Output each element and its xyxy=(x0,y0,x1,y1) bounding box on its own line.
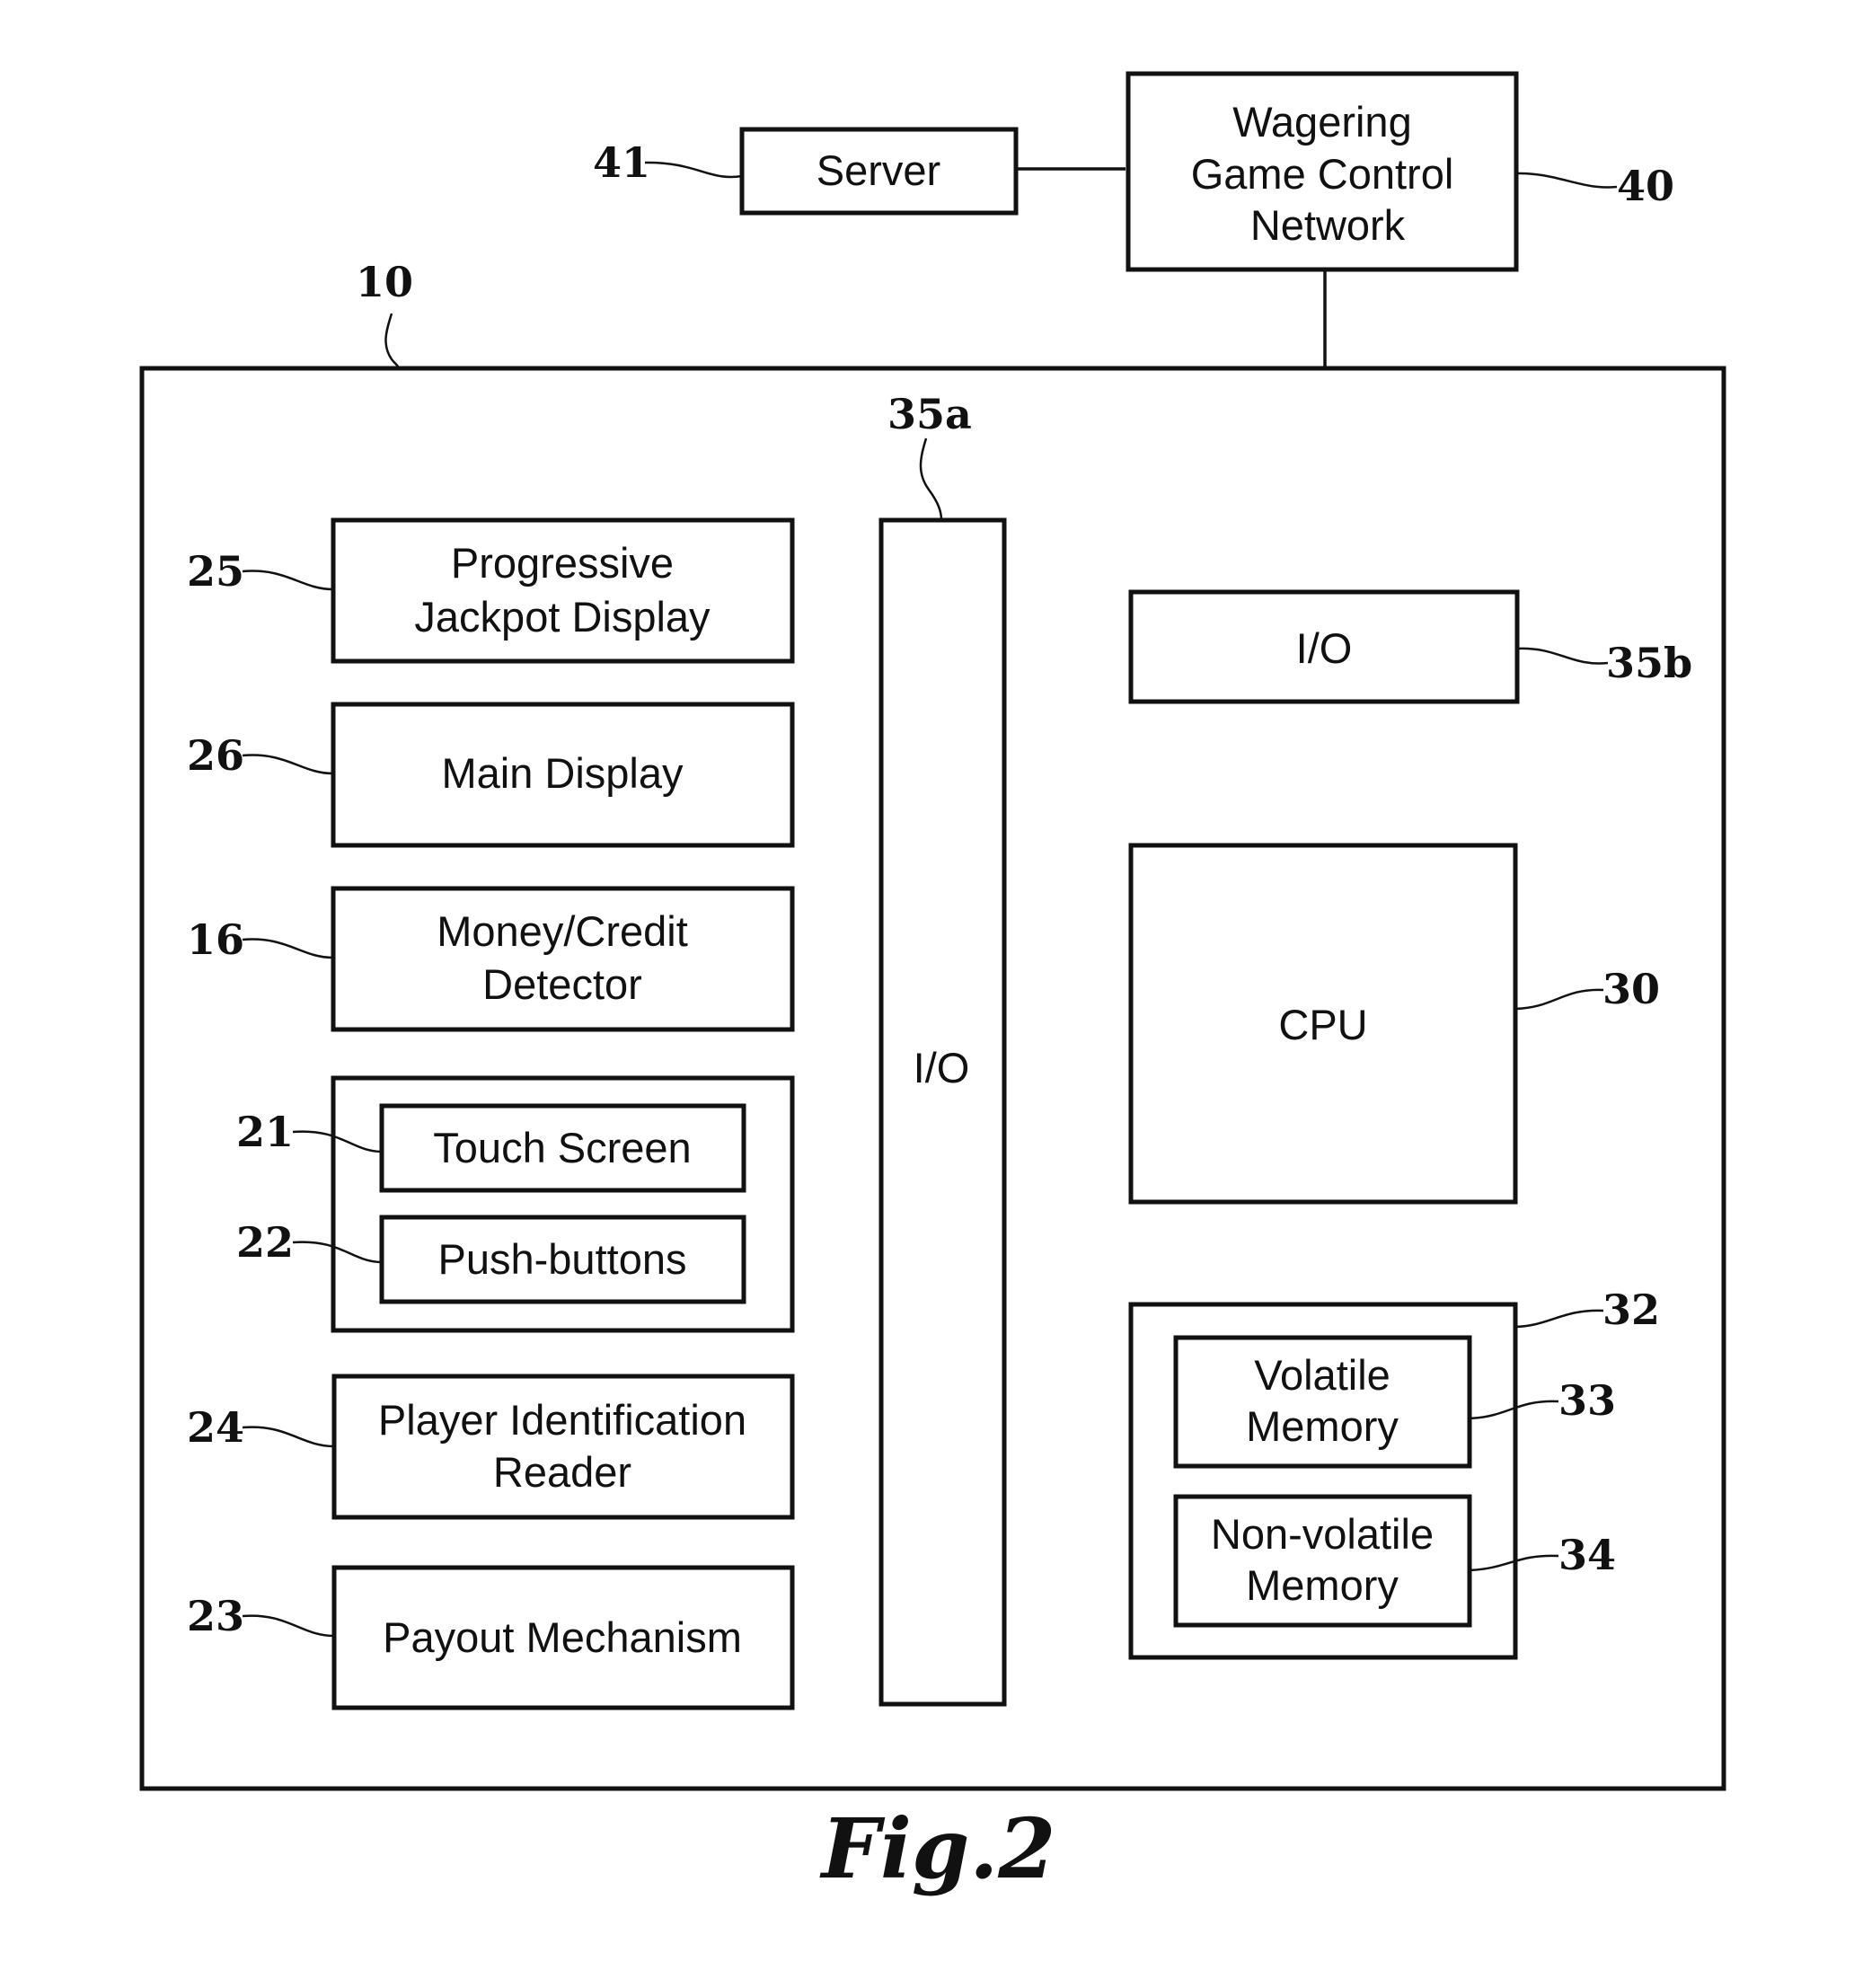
cpu-label: CPU xyxy=(1278,1001,1367,1048)
volatile-memory-line1: Volatile xyxy=(1254,1351,1390,1399)
ref-41-leader xyxy=(645,163,742,177)
ref-32: 32 xyxy=(1602,1286,1660,1334)
touch-screen-label: Touch Screen xyxy=(433,1124,691,1171)
push-buttons-label: Push-buttons xyxy=(438,1235,687,1283)
player-id-label-line2: Reader xyxy=(493,1448,631,1496)
ref-21: 21 xyxy=(236,1108,294,1156)
ref-41: 41 xyxy=(593,138,650,187)
nonvolatile-memory-line1: Non-volatile xyxy=(1211,1510,1434,1558)
ref-35b: 35b xyxy=(1606,639,1692,687)
ref-10-leader xyxy=(385,314,399,368)
network-label-line3: Network xyxy=(1250,201,1406,249)
figure-caption: Fig.2 xyxy=(819,1800,1056,1897)
ref-10: 10 xyxy=(356,258,413,306)
io-b-label: I/O xyxy=(1296,624,1353,672)
io-a-label: I/O xyxy=(914,1044,970,1091)
ref-40: 40 xyxy=(1617,162,1674,210)
money-label-line1: Money/Credit xyxy=(437,907,688,955)
nonvolatile-memory-line2: Memory xyxy=(1246,1561,1399,1609)
payout-label: Payout Mechanism xyxy=(383,1613,742,1661)
progressive-label-line2: Jackpot Display xyxy=(414,593,711,641)
ref-40-leader xyxy=(1516,173,1617,188)
network-label-line2: Game Control xyxy=(1191,150,1454,198)
io-a-box xyxy=(881,520,1004,1704)
ref-24: 24 xyxy=(187,1403,244,1452)
ref-16: 16 xyxy=(187,915,244,964)
player-id-label-line1: Player Identification xyxy=(378,1396,746,1444)
network-label-line1: Wagering xyxy=(1232,98,1411,146)
ref-30: 30 xyxy=(1602,965,1660,1013)
ref-23: 23 xyxy=(187,1592,244,1640)
ref-34: 34 xyxy=(1558,1531,1616,1579)
progressive-label-line1: Progressive xyxy=(451,539,674,587)
ref-35a: 35a xyxy=(887,390,972,438)
volatile-memory-line2: Memory xyxy=(1246,1402,1399,1450)
ref-33: 33 xyxy=(1558,1376,1616,1425)
boxes xyxy=(142,74,1724,1789)
server-label: Server xyxy=(817,146,940,194)
ref-26: 26 xyxy=(187,731,244,780)
main-display-label: Main Display xyxy=(441,749,684,797)
ref-25: 25 xyxy=(187,547,244,596)
money-label-line2: Detector xyxy=(482,960,642,1008)
ref-22: 22 xyxy=(236,1218,294,1267)
